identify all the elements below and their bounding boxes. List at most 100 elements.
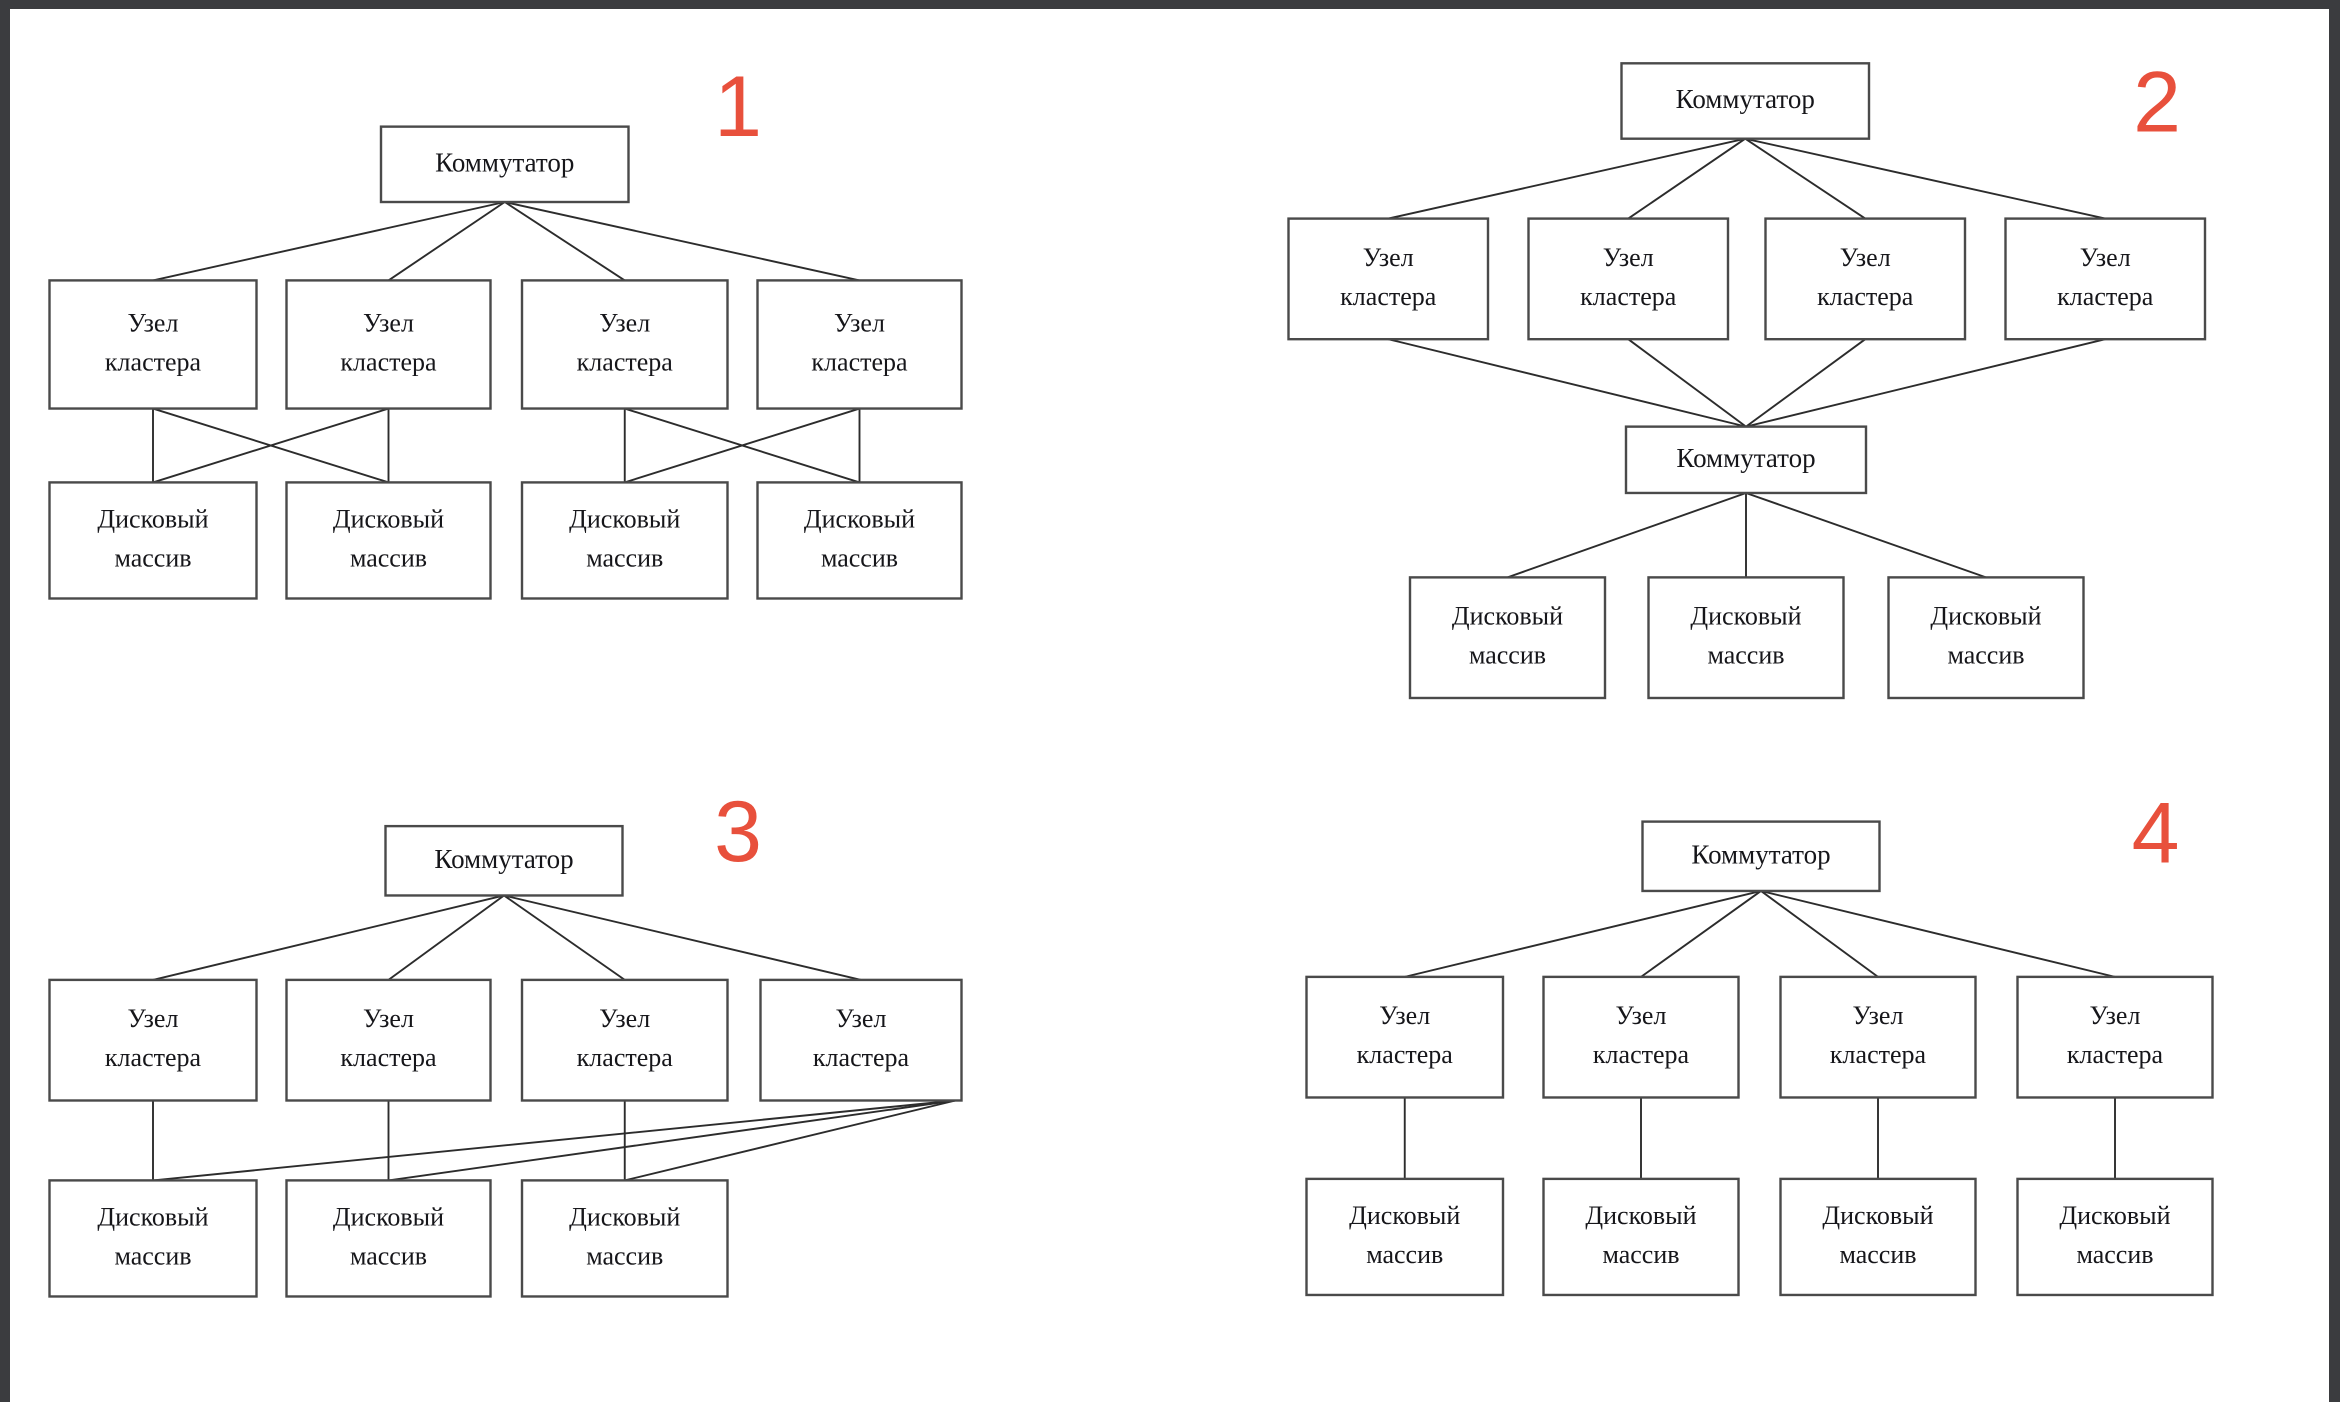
- switch-box-rect: [384, 824, 624, 897]
- disk-array-box-rect: [756, 481, 963, 600]
- switch-box-rect: [1624, 425, 1868, 495]
- cluster-node-box-label-line2: кластера: [1357, 1040, 1454, 1069]
- switch-box-3-1[interactable]: Коммутатор: [384, 824, 624, 897]
- cluster-node-box-label-line1: Узел: [128, 1004, 179, 1033]
- link-sw2-to-d1: [1506, 492, 1747, 579]
- disk-array-box-4-3[interactable]: Дисковый массив: [1779, 1177, 1977, 1297]
- cluster-node-box-label-line2: кластера: [577, 1043, 674, 1072]
- disk-array-box-label-line1: Дисковый: [97, 1202, 208, 1231]
- switch-box-1-1[interactable]: Коммутатор: [379, 125, 630, 204]
- disk-array-box-rect: [1647, 576, 1845, 700]
- cluster-node-box-label-line2: кластера: [2057, 282, 2154, 311]
- link-sw1-to-n1: [1387, 137, 1747, 220]
- disk-array-box-label-line1: Дисковый: [333, 504, 444, 533]
- diagram-1: КоммутаторУзелкластераУзелкластераУзелкл…: [48, 59, 963, 600]
- disk-array-box-label-line1: Дисковый: [97, 504, 208, 533]
- cluster-node-box-label-line1: Узел: [1840, 243, 1891, 272]
- disk-array-box-rect: [1408, 576, 1607, 700]
- cluster-node-box-4-2[interactable]: Узел кластера: [1542, 975, 1740, 1099]
- disk-array-box-rect: [1305, 1177, 1505, 1297]
- diagram-2-links: [1387, 137, 2107, 579]
- disk-array-box-label-line2: массив: [1839, 1240, 1916, 1269]
- disk-array-box-label-line2: массив: [350, 1241, 427, 1270]
- disk-array-box-label-line1: Дисковый: [1822, 1201, 1933, 1230]
- cluster-node-box-label-line2: кластера: [105, 1043, 202, 1072]
- disk-array-box-label-line2: массив: [1366, 1240, 1443, 1269]
- switch-label: Коммутатор: [1691, 839, 1830, 869]
- switch-box-2-2[interactable]: Коммутатор: [1624, 425, 1868, 495]
- cluster-node-box-4-3[interactable]: Узел кластера: [1779, 975, 1977, 1099]
- diagram-1-links: [152, 201, 861, 484]
- disk-array-box-label-line2: массив: [1469, 641, 1546, 670]
- disk-array-box-rect: [285, 481, 492, 600]
- switch-box-4-1[interactable]: Коммутатор: [1641, 820, 1881, 893]
- disk-array-box-rect: [285, 1179, 492, 1298]
- link-n1-to-sw2: [1387, 338, 1747, 428]
- disk-array-box-rect: [1542, 1177, 1740, 1297]
- cluster-node-box-label-line2: кластера: [1593, 1040, 1690, 1069]
- cluster-node-box-label-line1: Узел: [1616, 1001, 1667, 1030]
- cluster-node-box-3-3[interactable]: Узел кластера: [520, 978, 729, 1102]
- disk-array-box-1-2[interactable]: Дисковый массив: [285, 481, 492, 600]
- panel-number-1: 1: [714, 59, 762, 155]
- disk-array-box-label-line1: Дисковый: [569, 1202, 680, 1231]
- cluster-node-box-3-1[interactable]: Узел кластера: [48, 978, 258, 1102]
- cluster-node-box-rect: [285, 978, 492, 1102]
- link-n4-to-sw2: [1745, 338, 2107, 428]
- link-sw1-to-n2: [1627, 137, 1747, 220]
- disk-array-box-label-line1: Дисковый: [569, 504, 680, 533]
- disk-array-box-label-line1: Дисковый: [1452, 602, 1563, 631]
- disk-array-box-label-line2: массив: [350, 543, 427, 572]
- disk-array-box-label-line2: массив: [821, 543, 898, 572]
- disk-array-box-rect: [1887, 576, 2085, 700]
- link-sw2-to-d3: [1745, 492, 1987, 579]
- link-sw1-to-n2: [1640, 889, 1762, 978]
- switch-label: Коммутатор: [1676, 84, 1815, 114]
- switch-box-2-1[interactable]: Коммутатор: [1620, 62, 1871, 140]
- link-sw1-to-n4: [503, 894, 862, 981]
- switch-box-rect: [1620, 62, 1871, 140]
- cluster-node-box-rect: [48, 279, 258, 410]
- diagram-3: КоммутаторУзелкластераУзелкластераУзелкл…: [48, 784, 963, 1298]
- page-frame-top: [0, 0, 2340, 9]
- cluster-node-box-label-line2: кластера: [1817, 282, 1914, 311]
- cluster-node-box-rect: [1287, 217, 1490, 341]
- cluster-node-box-label-line1: Узел: [1853, 1001, 1904, 1030]
- disk-array-box-rect: [520, 1179, 729, 1298]
- link-sw1-to-n1: [152, 201, 506, 282]
- disk-array-box-2-1[interactable]: Дисковый массив: [1408, 576, 1607, 700]
- switch-box-rect: [379, 125, 630, 204]
- cluster-node-box-label-line2: кластера: [1830, 1040, 1927, 1069]
- diagram-4: КоммутаторУзелкластераУзелкластераУзелкл…: [1305, 785, 2214, 1297]
- cluster-node-box-2-3[interactable]: Узел кластера: [1764, 217, 1967, 341]
- cluster-node-box-rect: [520, 978, 729, 1102]
- cluster-node-box-label-line2: кластера: [340, 1043, 437, 1072]
- switch-label: Коммутатор: [434, 844, 573, 874]
- cluster-node-box-label-line1: Узел: [599, 1004, 650, 1033]
- cluster-node-box-rect: [759, 978, 963, 1102]
